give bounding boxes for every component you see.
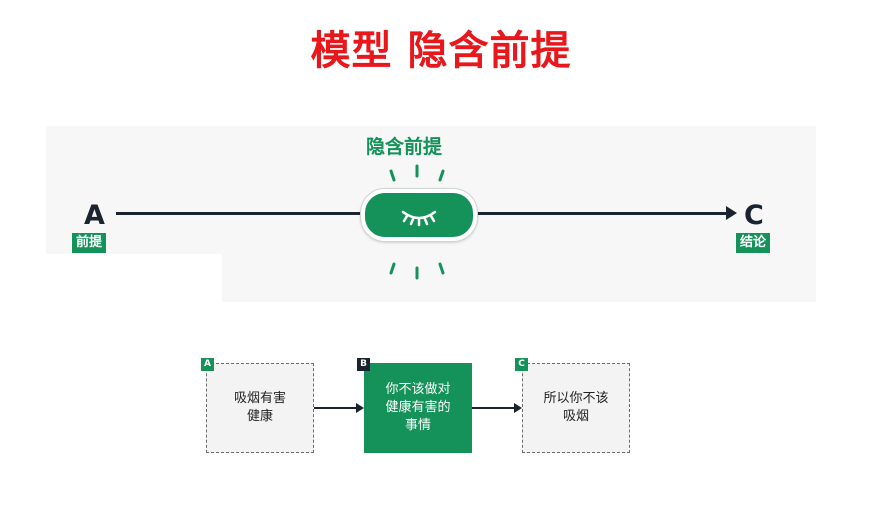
box-a-line-1: 吸烟有害 bbox=[233, 391, 286, 406]
arrow-head-icon bbox=[356, 403, 364, 413]
diagram-background-lower bbox=[222, 254, 816, 302]
conclusion-box-c: 所以你不该 吸烟 bbox=[522, 363, 630, 453]
connector-line-left bbox=[116, 212, 366, 215]
conclusion-tag: 结论 bbox=[736, 233, 771, 253]
premise-tag: 前提 bbox=[72, 233, 107, 253]
node-a-letter: A bbox=[84, 200, 105, 231]
box-b-line-1: 你不该做对 bbox=[385, 382, 451, 397]
arrow-head-icon bbox=[514, 403, 522, 413]
node-c-letter: C bbox=[744, 200, 764, 231]
flow-arrow-b-c bbox=[472, 407, 516, 409]
premise-box-a: 吸烟有害 健康 bbox=[206, 363, 314, 453]
page-title: 模型 隐含前提 bbox=[310, 28, 572, 74]
closed-eye-icon bbox=[401, 210, 437, 227]
flow-arrow-a-b bbox=[314, 407, 358, 409]
glow-rays-icon bbox=[389, 164, 445, 280]
hidden-premise-box-b: 你不该做对 健康有害的 事情 bbox=[364, 363, 472, 453]
box-c-line-2: 吸烟 bbox=[562, 409, 589, 424]
box-b-line-2: 健康有害的 bbox=[385, 400, 451, 415]
box-c-line-1: 所以你不该 bbox=[543, 391, 609, 406]
hidden-premise-diagram: A 前提 C 结论 隐含前提 bbox=[46, 126, 816, 302]
box-c-tag: C bbox=[515, 358, 528, 371]
arrow-head-icon bbox=[726, 206, 737, 220]
hidden-premise-node bbox=[361, 189, 477, 241]
box-a-tag: A bbox=[201, 358, 214, 371]
box-b-tag: B bbox=[357, 358, 370, 371]
connector-line-right bbox=[470, 212, 728, 215]
box-a-line-2: 健康 bbox=[246, 409, 273, 424]
box-b-line-3: 事情 bbox=[404, 418, 431, 433]
hidden-premise-label: 隐含前提 bbox=[366, 136, 443, 158]
